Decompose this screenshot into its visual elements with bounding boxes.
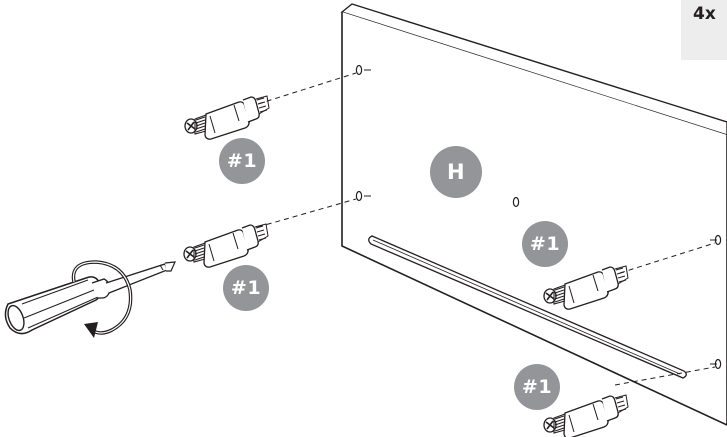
quantity-box bbox=[681, 0, 727, 60]
part-label-badge: #1 bbox=[219, 138, 265, 184]
part-label-badge: #1 bbox=[223, 265, 269, 311]
cam-dowel-icon bbox=[184, 95, 270, 140]
panel-label-badge: H bbox=[430, 146, 482, 198]
screwdriver-icon bbox=[4, 261, 176, 335]
quantity-label: 4x bbox=[693, 4, 716, 24]
part-label-badge: #1 bbox=[514, 364, 560, 410]
rotate-clockwise-icon bbox=[71, 260, 133, 338]
part-label-badge: #1 bbox=[522, 221, 568, 267]
cam-dowel-icon bbox=[543, 394, 629, 437]
cam-dowel-icon bbox=[183, 223, 269, 268]
